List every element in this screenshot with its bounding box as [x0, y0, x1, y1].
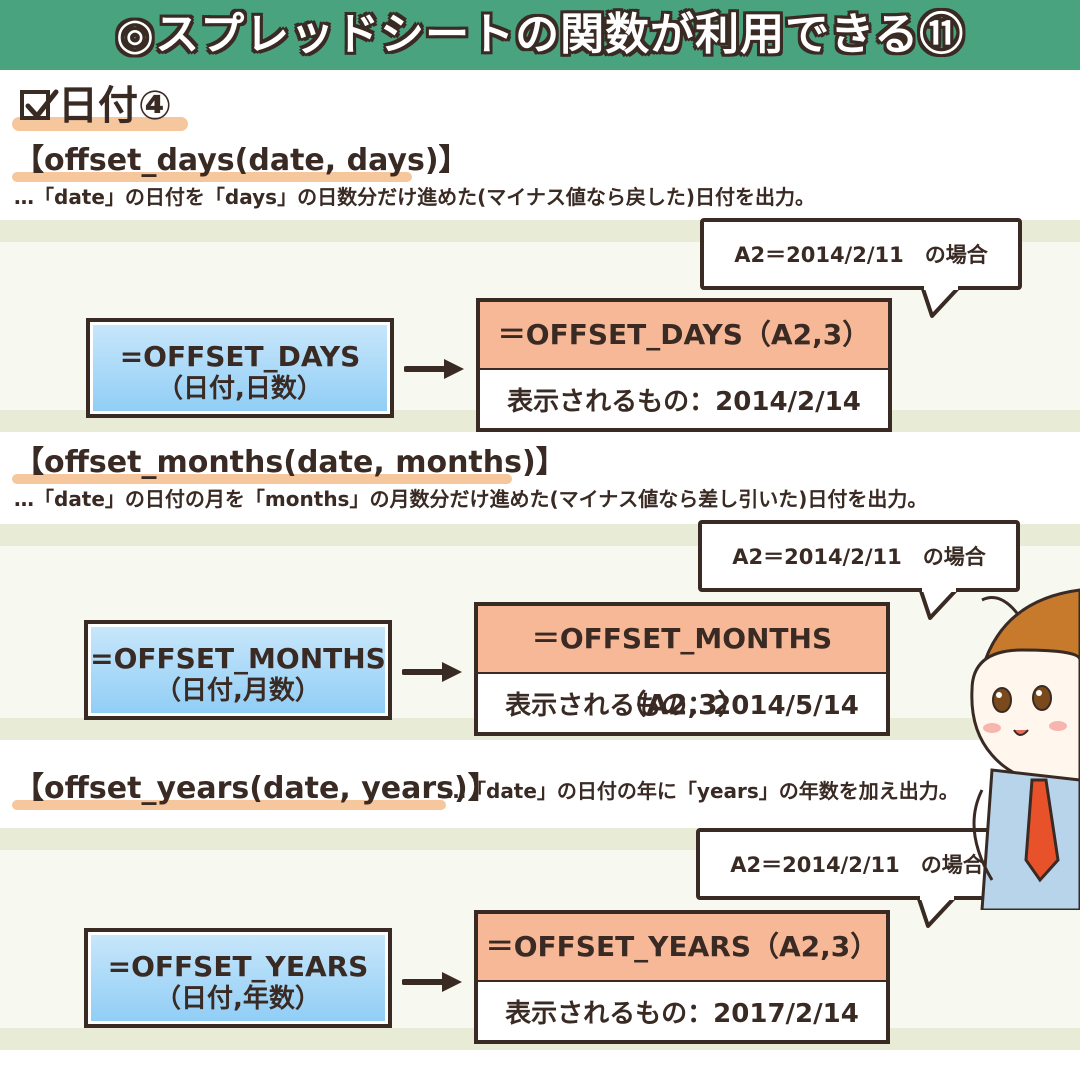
- formula-args: （日付,月数）: [155, 676, 321, 706]
- bubble-text: A2＝2014/2/11 の場合: [734, 243, 988, 267]
- heading-underline: [12, 117, 188, 131]
- formula-box: =OFFSET_YEARS （日付,年数）: [84, 928, 392, 1028]
- character-illustration: [970, 588, 1080, 910]
- checkbox-icon: [20, 89, 59, 120]
- bubble-text: A2＝2014/2/11 の場合: [732, 545, 986, 569]
- formula-args: （日付,年数）: [155, 984, 321, 1014]
- function-title-underline: [12, 474, 512, 484]
- function-title-underline: [12, 800, 446, 810]
- result-formula: ＝OFFSET_MONTHS（A2,3）: [478, 606, 886, 721]
- arrow-right-icon: [404, 359, 464, 379]
- formula-name: =OFFSET_MONTHS: [90, 642, 386, 675]
- bubble-tail: [918, 588, 960, 620]
- formula-box: =OFFSET_DAYS （日付,日数）: [86, 318, 394, 418]
- function-description: …「date」の日付の月を「months」の月数分だけ進めた(マイナス値なら差し…: [14, 487, 928, 511]
- section-heading: 日付④: [58, 83, 172, 129]
- formula-args: （日付,日数）: [157, 374, 323, 404]
- function-title-underline: [12, 172, 412, 182]
- bubble-text: A2＝2014/2/11 の場合: [730, 853, 984, 877]
- speech-bubble: A2＝2014/2/11 の場合: [698, 520, 1020, 592]
- arrow-right-icon: [402, 662, 462, 682]
- page-title: ◎スプレッドシートの関数が利用できる⑪: [115, 9, 965, 60]
- arrow-right-icon: [402, 972, 462, 992]
- result-box: ＝OFFSET_MONTHS（A2,3） 表示されるもの：2014/5/14: [474, 602, 890, 736]
- function-description: …「date」の日付を「days」の日数分だけ進めた(マイナス値なら戻した)日付…: [14, 185, 815, 209]
- result-formula: ＝OFFSET_DAYS（A2,3）: [480, 302, 888, 370]
- result-box: ＝OFFSET_DAYS（A2,3） 表示されるもの：2014/2/14: [476, 298, 892, 432]
- bubble-tail: [920, 286, 962, 318]
- function-description: …「date」の日付の年に「years」の年数を加え出力。: [446, 779, 959, 803]
- formula-name: =OFFSET_YEARS: [107, 950, 369, 983]
- header-bar: [0, 0, 1080, 70]
- result-formula: ＝OFFSET_YEARS（A2,3）: [478, 914, 886, 982]
- result-value: 表示されるもの：2014/2/14: [507, 386, 861, 417]
- function-title: 【offset_years(date, years)】: [14, 771, 498, 806]
- function-title: 【offset_months(date, months)】: [14, 445, 566, 480]
- formula-box: =OFFSET_MONTHS （日付,月数）: [84, 620, 392, 720]
- bubble-tail: [916, 896, 958, 928]
- function-title: 【offset_days(date, days)】: [14, 143, 469, 178]
- speech-bubble: A2＝2014/2/11 の場合: [696, 828, 1018, 900]
- result-value: 表示されるもの：2017/2/14: [505, 998, 859, 1029]
- formula-name: =OFFSET_DAYS: [119, 340, 361, 373]
- speech-bubble: A2＝2014/2/11 の場合: [700, 218, 1022, 290]
- result-box: ＝OFFSET_YEARS（A2,3） 表示されるもの：2017/2/14: [474, 910, 890, 1044]
- result-value: 表示されるもの：2014/5/14: [505, 690, 859, 721]
